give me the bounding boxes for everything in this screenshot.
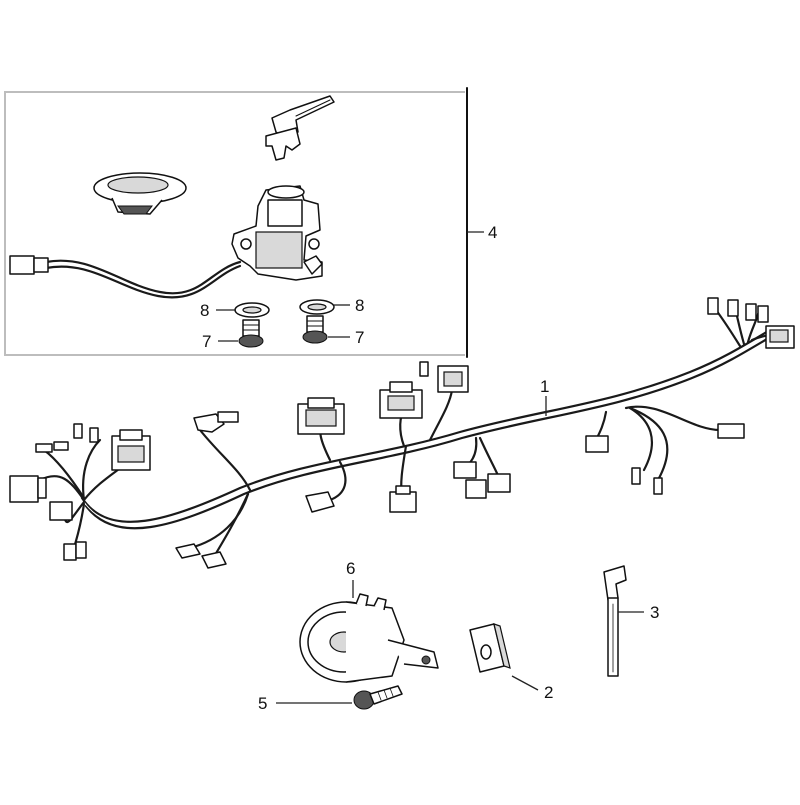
connector-icon-right-2	[717, 423, 745, 439]
ground-branch-lower-2	[210, 492, 250, 562]
callout-3: 3	[650, 603, 659, 622]
connector-icon-mid-2	[465, 473, 511, 499]
lock-cover-ring-icon	[93, 172, 187, 215]
connector-icon-center-4	[389, 485, 417, 513]
callout-7-right: 7	[355, 328, 364, 347]
ground-terminal-icon-2	[175, 543, 227, 569]
harness-trunk-2	[84, 334, 774, 530]
kit-box-outline	[4, 91, 465, 356]
connector-icon-center-2	[305, 491, 335, 513]
callout-1: 1	[540, 377, 549, 396]
connector-icon-mid-1	[453, 461, 477, 479]
rubber-pad-icon	[469, 623, 511, 673]
left-branch-b	[82, 438, 102, 502]
callout-2: 2	[544, 683, 553, 702]
ignition-key-icon	[265, 95, 335, 161]
cable-tie-icon	[603, 565, 627, 677]
callout-8-right: 8	[355, 296, 364, 315]
connector-icon-left-2	[111, 429, 151, 471]
ground-branch-upper	[198, 428, 252, 492]
switch-wire-lead-2	[44, 264, 242, 299]
top-right-branch-b	[734, 310, 746, 346]
bolt-icon-right	[302, 315, 328, 344]
right-branch-c	[628, 406, 669, 482]
connector-icon-left-4	[63, 541, 87, 561]
harness-trunk	[80, 328, 772, 523]
connector-icon-top-right	[765, 325, 795, 349]
terminal-icon-top-right	[707, 297, 769, 323]
connector-icon-center-1	[297, 397, 345, 435]
washer-icon-right	[299, 299, 335, 315]
main-wiring-harness-group	[9, 297, 795, 569]
connector-icon-left-3	[49, 501, 73, 521]
leader-2	[511, 675, 539, 691]
switch-connector-icon	[9, 255, 49, 275]
washer-icon-left	[234, 302, 270, 318]
bullet-connector-icon-2	[653, 477, 663, 495]
callout-8-left: 8	[200, 301, 209, 320]
left-branch-f	[42, 448, 86, 500]
callout-6: 6	[346, 559, 355, 578]
connector-icon-center-5	[419, 361, 469, 393]
ground-terminal-icon-1	[193, 411, 239, 433]
horn-icon	[299, 593, 439, 683]
ignition-switch-body-icon	[231, 185, 323, 281]
connector-icon-left-1	[9, 475, 47, 503]
ignition-switch-kit-group	[4, 87, 484, 358]
callout-4: 4	[488, 223, 497, 242]
horn-bolt-icon	[353, 685, 403, 710]
center-branch-b	[328, 460, 347, 502]
right-branch-b	[628, 406, 654, 472]
bullet-connector-icon-1	[631, 467, 641, 485]
switch-wire-lead	[44, 259, 242, 295]
callout-5: 5	[258, 694, 267, 713]
terminal-icon-left	[35, 423, 99, 453]
connector-icon-right-1	[585, 435, 609, 453]
right-branch-d	[624, 405, 722, 432]
center-branch-e	[428, 388, 454, 442]
connector-icon-center-3	[379, 381, 423, 419]
callout-7-left: 7	[202, 332, 211, 351]
bolt-icon-left	[238, 319, 264, 348]
ground-branch-lower	[188, 492, 250, 550]
